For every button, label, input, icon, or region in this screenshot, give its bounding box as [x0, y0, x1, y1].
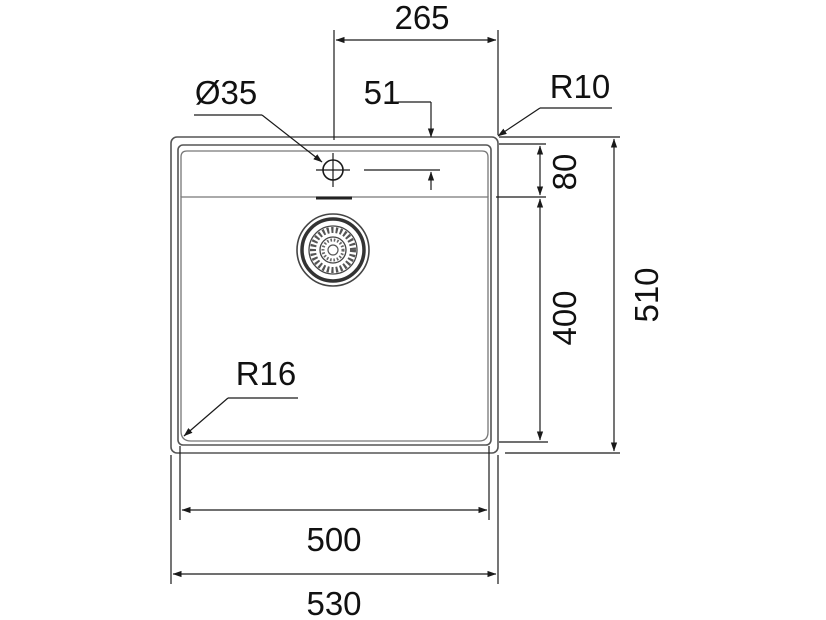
label-r10: R10: [550, 68, 611, 105]
sink-bowl: [180, 196, 489, 442]
dimension-r16: R16: [183, 355, 298, 437]
label-r16: R16: [236, 355, 297, 392]
dimension-265: 265: [333, 0, 499, 140]
dimension-530: 530: [170, 455, 499, 620]
sink-inner-rim: [177, 144, 492, 446]
drain-icon: [296, 213, 370, 287]
dimension-r10: R10: [497, 68, 612, 137]
label-51: 51: [364, 74, 401, 111]
label-265: 265: [394, 0, 449, 36]
dimension-diameter-35: Ø35: [194, 74, 323, 163]
label-80: 80: [546, 154, 583, 191]
label-400: 400: [546, 290, 583, 345]
label-diameter-35: Ø35: [195, 74, 257, 111]
sink-deck-area: [180, 150, 489, 197]
label-510: 510: [628, 267, 665, 322]
label-500: 500: [306, 521, 361, 558]
label-530: 530: [306, 585, 361, 620]
dimension-80-400: 80 400: [496, 143, 583, 443]
dimension-51: 51: [364, 74, 440, 190]
tap-hole-icon: [316, 153, 350, 187]
dimension-510: 510: [499, 136, 665, 454]
dimension-500: 500: [179, 446, 490, 558]
